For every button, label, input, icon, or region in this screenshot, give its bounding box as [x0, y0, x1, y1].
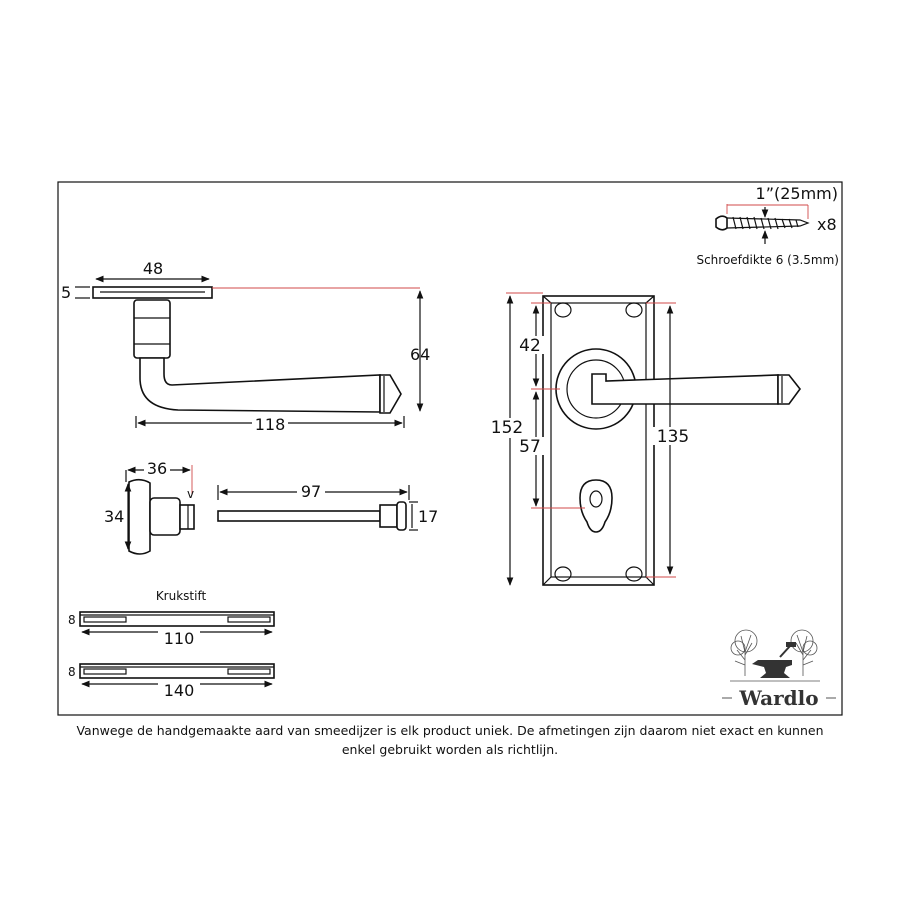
release-diameter-label: 17: [418, 507, 438, 526]
spindle-110: [79, 611, 275, 627]
lever-arm: [139, 357, 381, 413]
turn-width-label: 36: [147, 459, 167, 478]
spindle-110-thickness: 8: [68, 613, 76, 627]
wardlo-logo: Wardlo: [722, 629, 836, 710]
rose-thickness-label: 5: [61, 283, 71, 302]
thumb-turn-front: [579, 479, 613, 533]
screw-drawing: [715, 215, 810, 231]
backplate-front-view: [542, 295, 802, 586]
screw-quantity-label: x8: [817, 215, 837, 234]
screw-hole: [554, 566, 572, 582]
screw-hole: [625, 566, 643, 582]
turn-height-label: 34: [104, 507, 124, 526]
screw-length-label: 1”(25mm): [756, 184, 838, 203]
lever-length-label: 118: [255, 415, 286, 434]
lever-neck: [133, 299, 171, 359]
spindle-140-length-label: 140: [164, 681, 195, 700]
release-length-label: 97: [301, 482, 321, 501]
thumb-turn: [128, 478, 195, 555]
screw-hole: [625, 302, 643, 318]
rose-width-label: 48: [143, 259, 163, 278]
disclaimer-text: Vanwege de handgemaakte aard van smeedij…: [76, 723, 824, 757]
screw-gauge-label: Schroefdikte 6 (3.5mm): [696, 253, 839, 267]
svg-text:v: v: [187, 487, 194, 501]
spindle-title: Krukstift: [156, 589, 207, 603]
lever-to-top-label: 42: [519, 336, 541, 356]
spindle-110-length-label: 110: [164, 629, 195, 648]
spindle-140: [79, 663, 275, 679]
lever-finial: [379, 374, 402, 414]
spindle-140-thickness: 8: [68, 665, 76, 679]
lever-height-label: 64: [410, 345, 430, 364]
backplate-height-label: 152: [491, 418, 523, 438]
screw-hole: [554, 302, 572, 318]
release-spindle: [217, 501, 407, 531]
lever-side-view: [92, 286, 402, 414]
drawing-frame: [57, 181, 843, 716]
logo-text: Wardlo: [738, 686, 818, 710]
backplate-inner-height-label: 135: [657, 427, 689, 447]
centres-label: 57: [519, 437, 541, 457]
